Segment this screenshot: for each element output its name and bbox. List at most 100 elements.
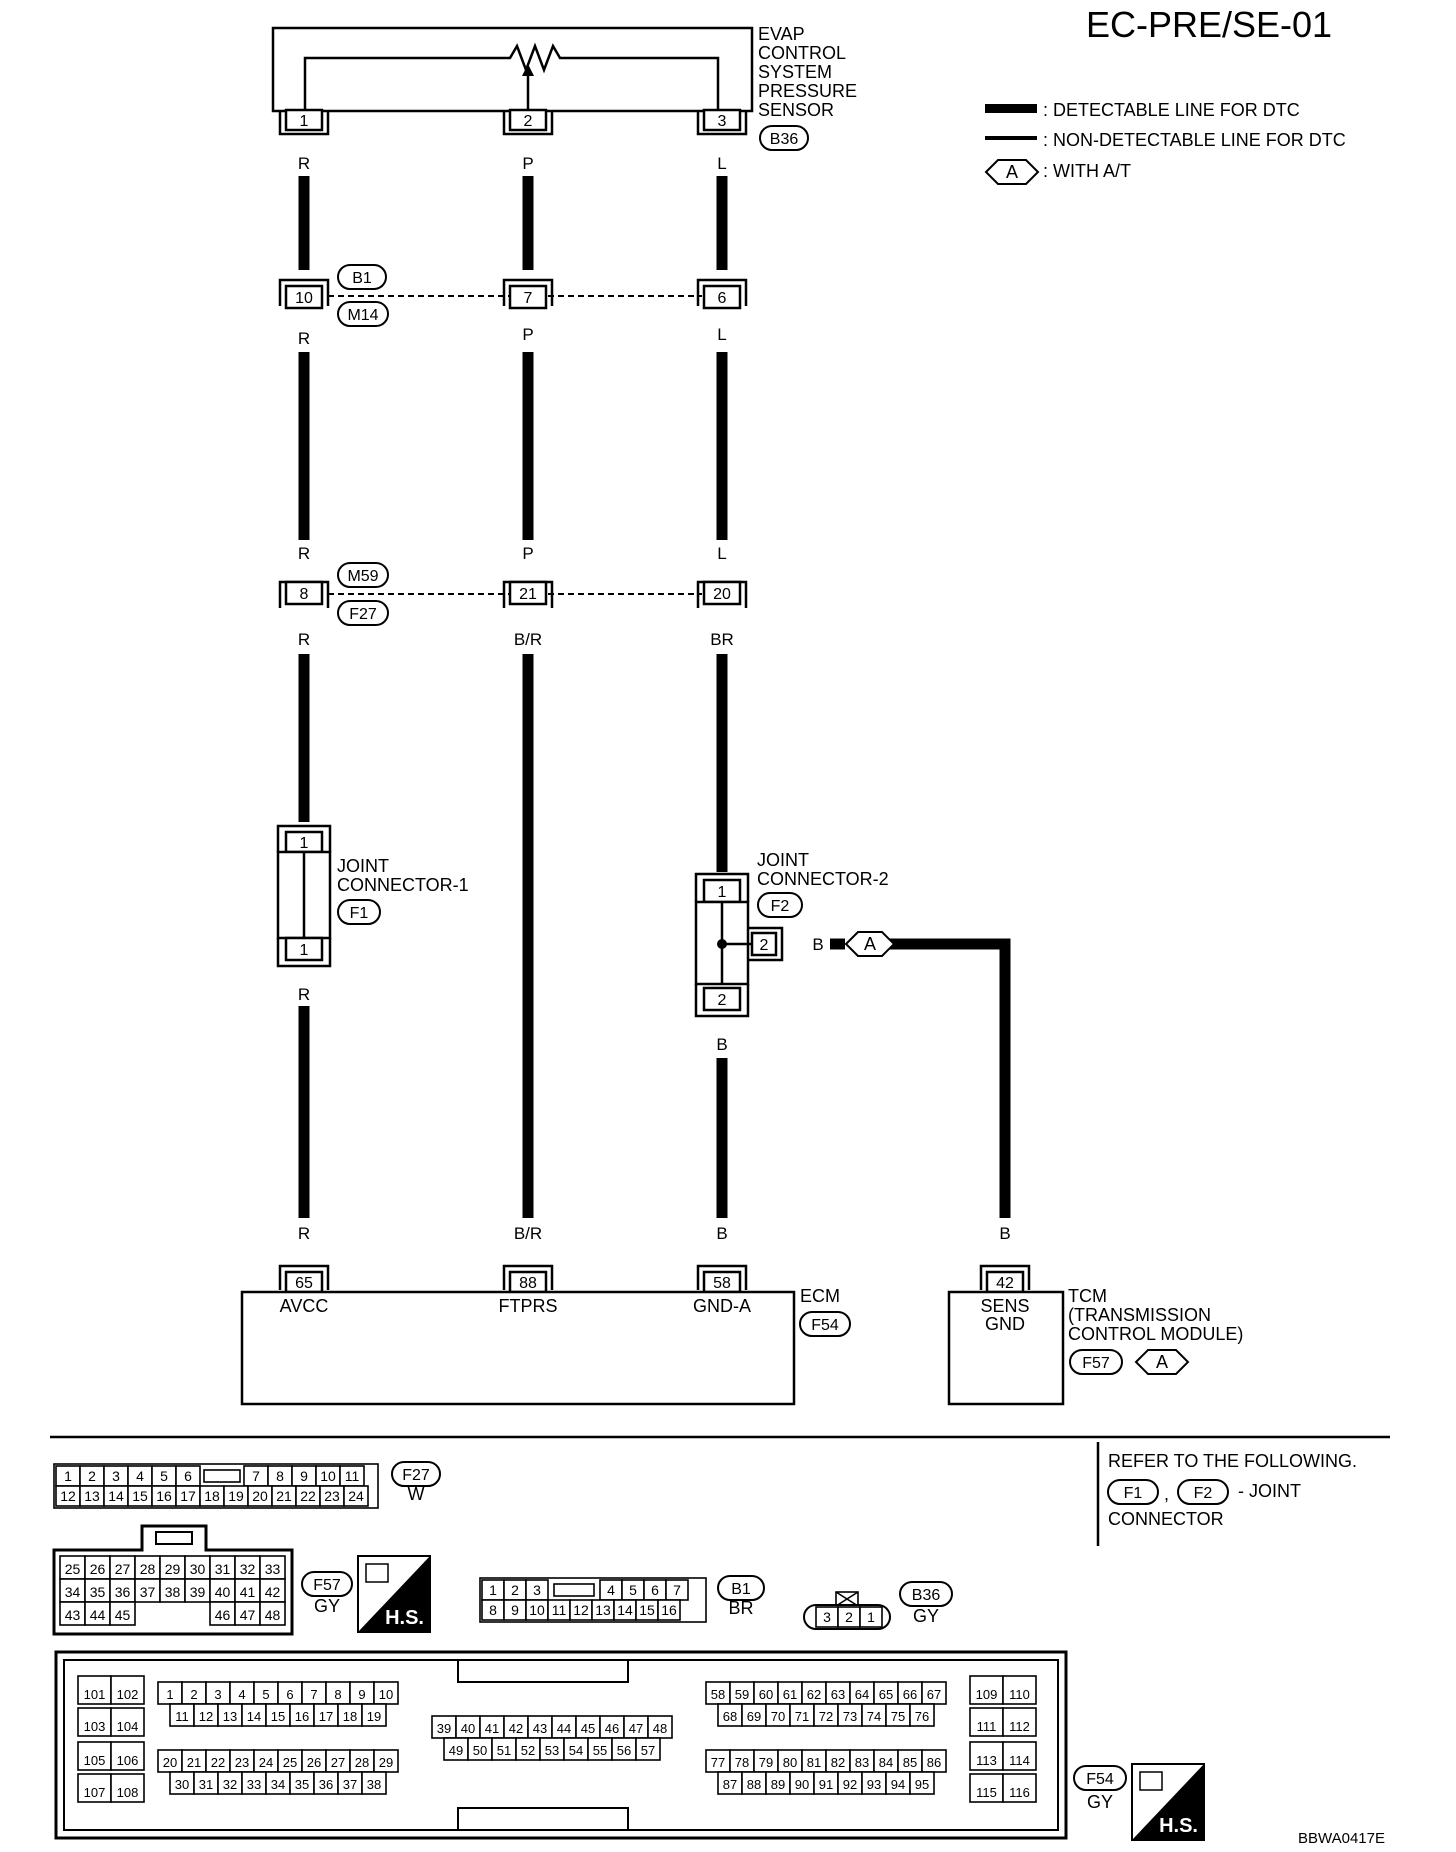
- f57-pin-40: 40: [215, 1584, 231, 1600]
- f27-pin-3: 3: [112, 1468, 120, 1484]
- tcm-name-line-3: CONTROL MODULE): [1068, 1324, 1243, 1344]
- legend-with-at: : WITH A/T: [1043, 161, 1131, 181]
- f57-hs-label: H.S.: [385, 1607, 424, 1629]
- f54-pin-57: 57: [641, 1743, 655, 1758]
- f54-pin-95-cell: [909, 1771, 935, 1795]
- sensor-internal-circuit: [303, 42, 720, 111]
- f54-pin-68: 68: [723, 1709, 737, 1724]
- b1-pin-8: 8: [489, 1602, 497, 1618]
- b1-pin-10: 10: [295, 290, 313, 307]
- f57-pin-31: 31: [215, 1561, 231, 1577]
- f54-pin-33: 33: [247, 1777, 261, 1792]
- f57-face-code-box: [301, 1571, 353, 1597]
- f57-pin-43: 43: [65, 1607, 81, 1623]
- f54-pin-5: 5: [262, 1687, 269, 1702]
- b1-pin-2: 2: [511, 1582, 519, 1598]
- b1-pin-6: 6: [718, 290, 727, 307]
- f54-pin-15: 15: [271, 1709, 285, 1724]
- f27-pin-23: 23: [324, 1488, 340, 1504]
- b1-pin-4: 4: [607, 1582, 615, 1598]
- wire-label-p-2: P: [522, 325, 533, 344]
- b1-face-color: BR: [728, 1598, 753, 1618]
- f54-pin-77: 77: [711, 1755, 725, 1770]
- f54-pin-32: 32: [223, 1777, 237, 1792]
- sensor-outer-box: [271, 26, 754, 113]
- wire-label-br-red-6: B/R: [514, 1224, 542, 1243]
- f57-pin-29: 29: [165, 1561, 181, 1577]
- f27-pin-17: 17: [180, 1488, 196, 1504]
- m59-pin-20: 20: [713, 586, 731, 603]
- f54-pin-42: 42: [509, 1721, 523, 1736]
- f27-pin-13: 13: [84, 1488, 100, 1504]
- joint2-label-line-2: CONNECTOR-2: [757, 869, 889, 889]
- joint2-bottom-pin-box: [702, 986, 742, 1012]
- tcm-name-line-2: (TRANSMISSION: [1068, 1305, 1211, 1325]
- wire-label-p-1: P: [522, 154, 533, 173]
- sensor-name-line-5: SENSOR: [758, 100, 834, 120]
- f54-pin-57-cell: [635, 1737, 661, 1761]
- pin-numbers: 1 2 3 10 7 6 8 21 20 65 88 58 42: [295, 113, 1014, 1292]
- f54-pin-1: 1: [166, 1687, 173, 1702]
- f54-pin-91: 91: [819, 1777, 833, 1792]
- ecm-pin-88: 88: [519, 1275, 537, 1292]
- legend-thick-line-swatch: [985, 104, 1037, 113]
- f27-pin-2: 2: [88, 1468, 96, 1484]
- code-b1-box: [337, 264, 387, 290]
- f54-pin-3: 3: [214, 1687, 221, 1702]
- b36-latch-cross: [835, 1591, 859, 1607]
- f54-pin-51: 51: [497, 1743, 511, 1758]
- f57-pin-36: 36: [115, 1584, 131, 1600]
- f54-pin-107-cell: [77, 1773, 112, 1803]
- f54-pin-62: 62: [807, 1687, 821, 1702]
- b1-pin-3: 3: [533, 1582, 541, 1598]
- f27-pin-14: 14: [108, 1488, 124, 1504]
- f54-pin-12: 12: [199, 1709, 213, 1724]
- sensor-pin-1-frame: [278, 110, 330, 136]
- f54-pin-103: 103: [84, 1719, 106, 1734]
- f54-pin-48: 48: [653, 1721, 667, 1736]
- f54-pin-75: 75: [891, 1709, 905, 1724]
- joint2-label-line-1: JOINT: [757, 850, 809, 870]
- f54-pin-87: 87: [723, 1777, 737, 1792]
- f27-pin-10: 10: [320, 1468, 336, 1484]
- f54-pin-108-cell: [110, 1773, 145, 1803]
- f54-latch-bottom: [457, 1807, 629, 1831]
- refer-line-3: CONNECTOR: [1108, 1509, 1224, 1529]
- joint1-code: F1: [350, 905, 369, 922]
- f57-hs-hand-icon: [365, 1563, 389, 1583]
- sensor-connector-code-box: [759, 125, 809, 151]
- f54-pin-13: 13: [223, 1709, 237, 1724]
- f54-pin-59: 59: [735, 1687, 749, 1702]
- tcm-box: [947, 1290, 1065, 1406]
- f27-pin-20: 20: [252, 1488, 268, 1504]
- tcm-pin-42: 42: [996, 1275, 1014, 1292]
- ecm-code: F54: [811, 1317, 839, 1334]
- f54-pin-61: 61: [783, 1687, 797, 1702]
- b1-pin-1: 1: [489, 1582, 497, 1598]
- f54-pin-103-cell: [77, 1707, 112, 1737]
- f54-pin-39: 39: [437, 1721, 451, 1736]
- f54-pin-74: 74: [867, 1709, 881, 1724]
- ecm-terminal-gnda: GND-A: [693, 1296, 751, 1316]
- f54-pin-104: 104: [117, 1719, 139, 1734]
- b1-pin-7-frame: [502, 278, 554, 306]
- f54-pin-67: 67: [927, 1687, 941, 1702]
- f57-pin-28: 28: [140, 1561, 156, 1577]
- diagram-title: EC-PRE/SE-01: [1086, 4, 1332, 45]
- f54-pin-6: 6: [286, 1687, 293, 1702]
- f54-hs-label: H.S.: [1159, 1815, 1198, 1837]
- f54-pin-63: 63: [831, 1687, 845, 1702]
- wire-color-labels: R P L R P L R P L R B/R BR R B R B/R B B…: [298, 154, 1011, 1243]
- wire-label-r-1: R: [298, 154, 310, 173]
- legend-thin-line-swatch: [985, 136, 1037, 140]
- sensor-pin-2: 2: [524, 113, 533, 130]
- sensor-wiper-arrowhead: [522, 64, 534, 76]
- f54-pin-54: 54: [569, 1743, 583, 1758]
- b1-pin-9: 9: [511, 1602, 519, 1618]
- f54-pin-58: 58: [711, 1687, 725, 1702]
- f54-pin-86: 86: [927, 1755, 941, 1770]
- b36-pin-2: 2: [845, 1609, 853, 1625]
- wire-label-l-1: L: [717, 154, 726, 173]
- sensor-name-line-3: SYSTEM: [758, 62, 832, 82]
- f57-pin-25: 25: [65, 1561, 81, 1577]
